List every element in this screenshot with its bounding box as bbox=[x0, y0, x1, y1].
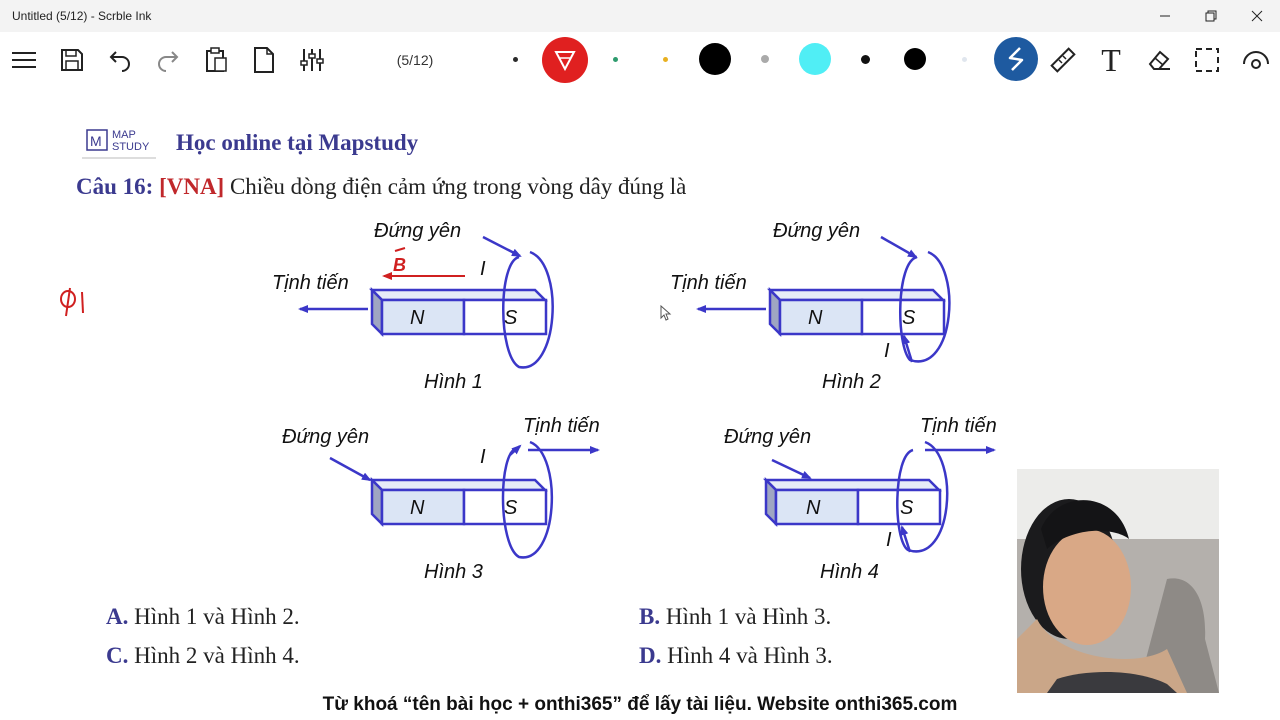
color-swatch-large-2[interactable] bbox=[799, 43, 831, 75]
webcam-overlay bbox=[1017, 469, 1219, 693]
toolbar: (5/12) T bbox=[0, 32, 1280, 88]
answer-b-letter: B. bbox=[639, 604, 661, 629]
fig3-south: S bbox=[504, 497, 518, 519]
answer-a-text: Hình 1 và Hình 2. bbox=[134, 604, 300, 629]
restore-button[interactable] bbox=[1188, 0, 1234, 32]
answer-d-text: Hình 4 và Hình 3. bbox=[667, 643, 833, 668]
mapstudy-logo: M MAP STUDY bbox=[80, 126, 160, 162]
color-swatch-small-6[interactable] bbox=[962, 57, 967, 62]
menu-icon[interactable] bbox=[4, 40, 44, 80]
pen-stroke-icon bbox=[1008, 47, 1024, 71]
logo-mark-icon: M bbox=[82, 129, 156, 159]
footer-caption: Từ khoá “tên bài học + onthi365” để lấy … bbox=[322, 694, 958, 715]
selection-icon[interactable] bbox=[1187, 40, 1227, 80]
fig3-north: N bbox=[410, 497, 425, 519]
question-tag: [VNA] bbox=[159, 174, 225, 199]
figure-1: B bbox=[298, 235, 554, 369]
title-bar: Untitled (5/12) - Scrble Ink bbox=[0, 0, 1280, 32]
answer-a[interactable]: A. Hình 1 và Hình 2. bbox=[106, 604, 300, 630]
presenter-video-icon bbox=[1017, 469, 1219, 693]
fig2-caption: Hình 2 bbox=[822, 371, 881, 393]
fig3-top-label: Đứng yên bbox=[282, 426, 370, 448]
settings-sliders-icon[interactable] bbox=[292, 40, 332, 80]
fig2-top-label: Đứng yên bbox=[773, 220, 861, 242]
minimize-button[interactable] bbox=[1142, 0, 1188, 32]
window-title: Untitled (5/12) - Scrble Ink bbox=[12, 9, 152, 23]
fig1-south: S bbox=[504, 307, 518, 329]
answer-c-letter: C. bbox=[106, 643, 129, 668]
view-icon[interactable] bbox=[1236, 40, 1276, 80]
active-pen-button[interactable] bbox=[542, 37, 588, 83]
fig1-current-label: I bbox=[480, 258, 486, 280]
fig4-north: N bbox=[806, 497, 821, 519]
save-icon[interactable] bbox=[52, 40, 92, 80]
question-line: Câu 16: [VNA] Chiều dòng điện cảm ứng tr… bbox=[76, 174, 686, 200]
page-indicator[interactable]: (5/12) bbox=[396, 52, 434, 68]
pen-funnel-icon bbox=[554, 51, 576, 72]
fig4-current-label: I bbox=[886, 529, 892, 551]
color-swatch-small-2[interactable] bbox=[613, 57, 618, 62]
answer-c[interactable]: C. Hình 2 và Hình 4. bbox=[106, 643, 300, 669]
color-swatch-small-4[interactable] bbox=[761, 55, 769, 63]
fig4-top-label: Đứng yên bbox=[724, 426, 812, 448]
answer-d[interactable]: D. Hình 4 và Hình 3. bbox=[639, 643, 833, 669]
close-button[interactable] bbox=[1234, 0, 1280, 32]
figure-3 bbox=[329, 440, 600, 559]
handwritten-annotation bbox=[56, 280, 96, 320]
color-swatch-large-1[interactable] bbox=[699, 43, 731, 75]
fig1-side-label: Tịnh tiến bbox=[272, 272, 349, 294]
redo-icon[interactable] bbox=[148, 40, 188, 80]
color-swatch-small-5[interactable] bbox=[861, 55, 870, 64]
fig3-side-label: Tịnh tiến bbox=[523, 415, 600, 437]
fig1-north: N bbox=[410, 307, 425, 329]
fig3-caption: Hình 3 bbox=[424, 561, 483, 583]
text-tool-icon[interactable]: T bbox=[1101, 41, 1121, 78]
question-number: Câu 16: bbox=[76, 174, 154, 199]
vector-b-label: B bbox=[393, 255, 406, 275]
new-page-icon[interactable] bbox=[244, 40, 284, 80]
fig3-current-label: I bbox=[480, 446, 486, 468]
phi-arrow-sketch-icon bbox=[60, 287, 84, 317]
answer-c-text: Hình 2 và Hình 4. bbox=[134, 643, 300, 668]
svg-text:M: M bbox=[90, 133, 102, 149]
fig4-south: S bbox=[900, 497, 914, 519]
answer-a-letter: A. bbox=[106, 604, 129, 629]
eraser-icon[interactable] bbox=[1139, 40, 1179, 80]
undo-icon[interactable] bbox=[100, 40, 140, 80]
answer-b-text: Hình 1 và Hình 3. bbox=[665, 604, 832, 629]
mouse-cursor-icon bbox=[660, 305, 672, 321]
fig2-north: N bbox=[808, 307, 823, 329]
fig2-side-label: Tịnh tiến bbox=[670, 272, 747, 294]
figure-2 bbox=[696, 235, 951, 363]
fig2-south: S bbox=[902, 307, 916, 329]
color-swatch-small-3[interactable] bbox=[663, 57, 668, 62]
brand-heading: Học online tại Mapstudy bbox=[176, 130, 419, 155]
figure-4 bbox=[762, 440, 996, 553]
fig1-top-label: Đứng yên bbox=[374, 220, 462, 242]
color-swatch-large-3[interactable] bbox=[904, 48, 926, 70]
fig2-current-label: I bbox=[884, 340, 890, 362]
fig4-caption: Hình 4 bbox=[820, 561, 879, 583]
color-swatch-small-1[interactable] bbox=[513, 57, 518, 62]
fig1-caption: Hình 1 bbox=[424, 371, 483, 393]
logo-text: MAP STUDY bbox=[112, 129, 150, 153]
pen-tool-button[interactable] bbox=[994, 37, 1038, 81]
fig4-side-label: Tịnh tiến bbox=[920, 415, 997, 437]
question-text: Chiều dòng điện cảm ứng trong vòng dây đ… bbox=[229, 174, 687, 199]
paste-icon[interactable] bbox=[196, 40, 236, 80]
answer-b[interactable]: B. Hình 1 và Hình 3. bbox=[639, 604, 831, 630]
answer-d-letter: D. bbox=[639, 643, 662, 668]
ruler-icon[interactable] bbox=[1043, 40, 1083, 80]
